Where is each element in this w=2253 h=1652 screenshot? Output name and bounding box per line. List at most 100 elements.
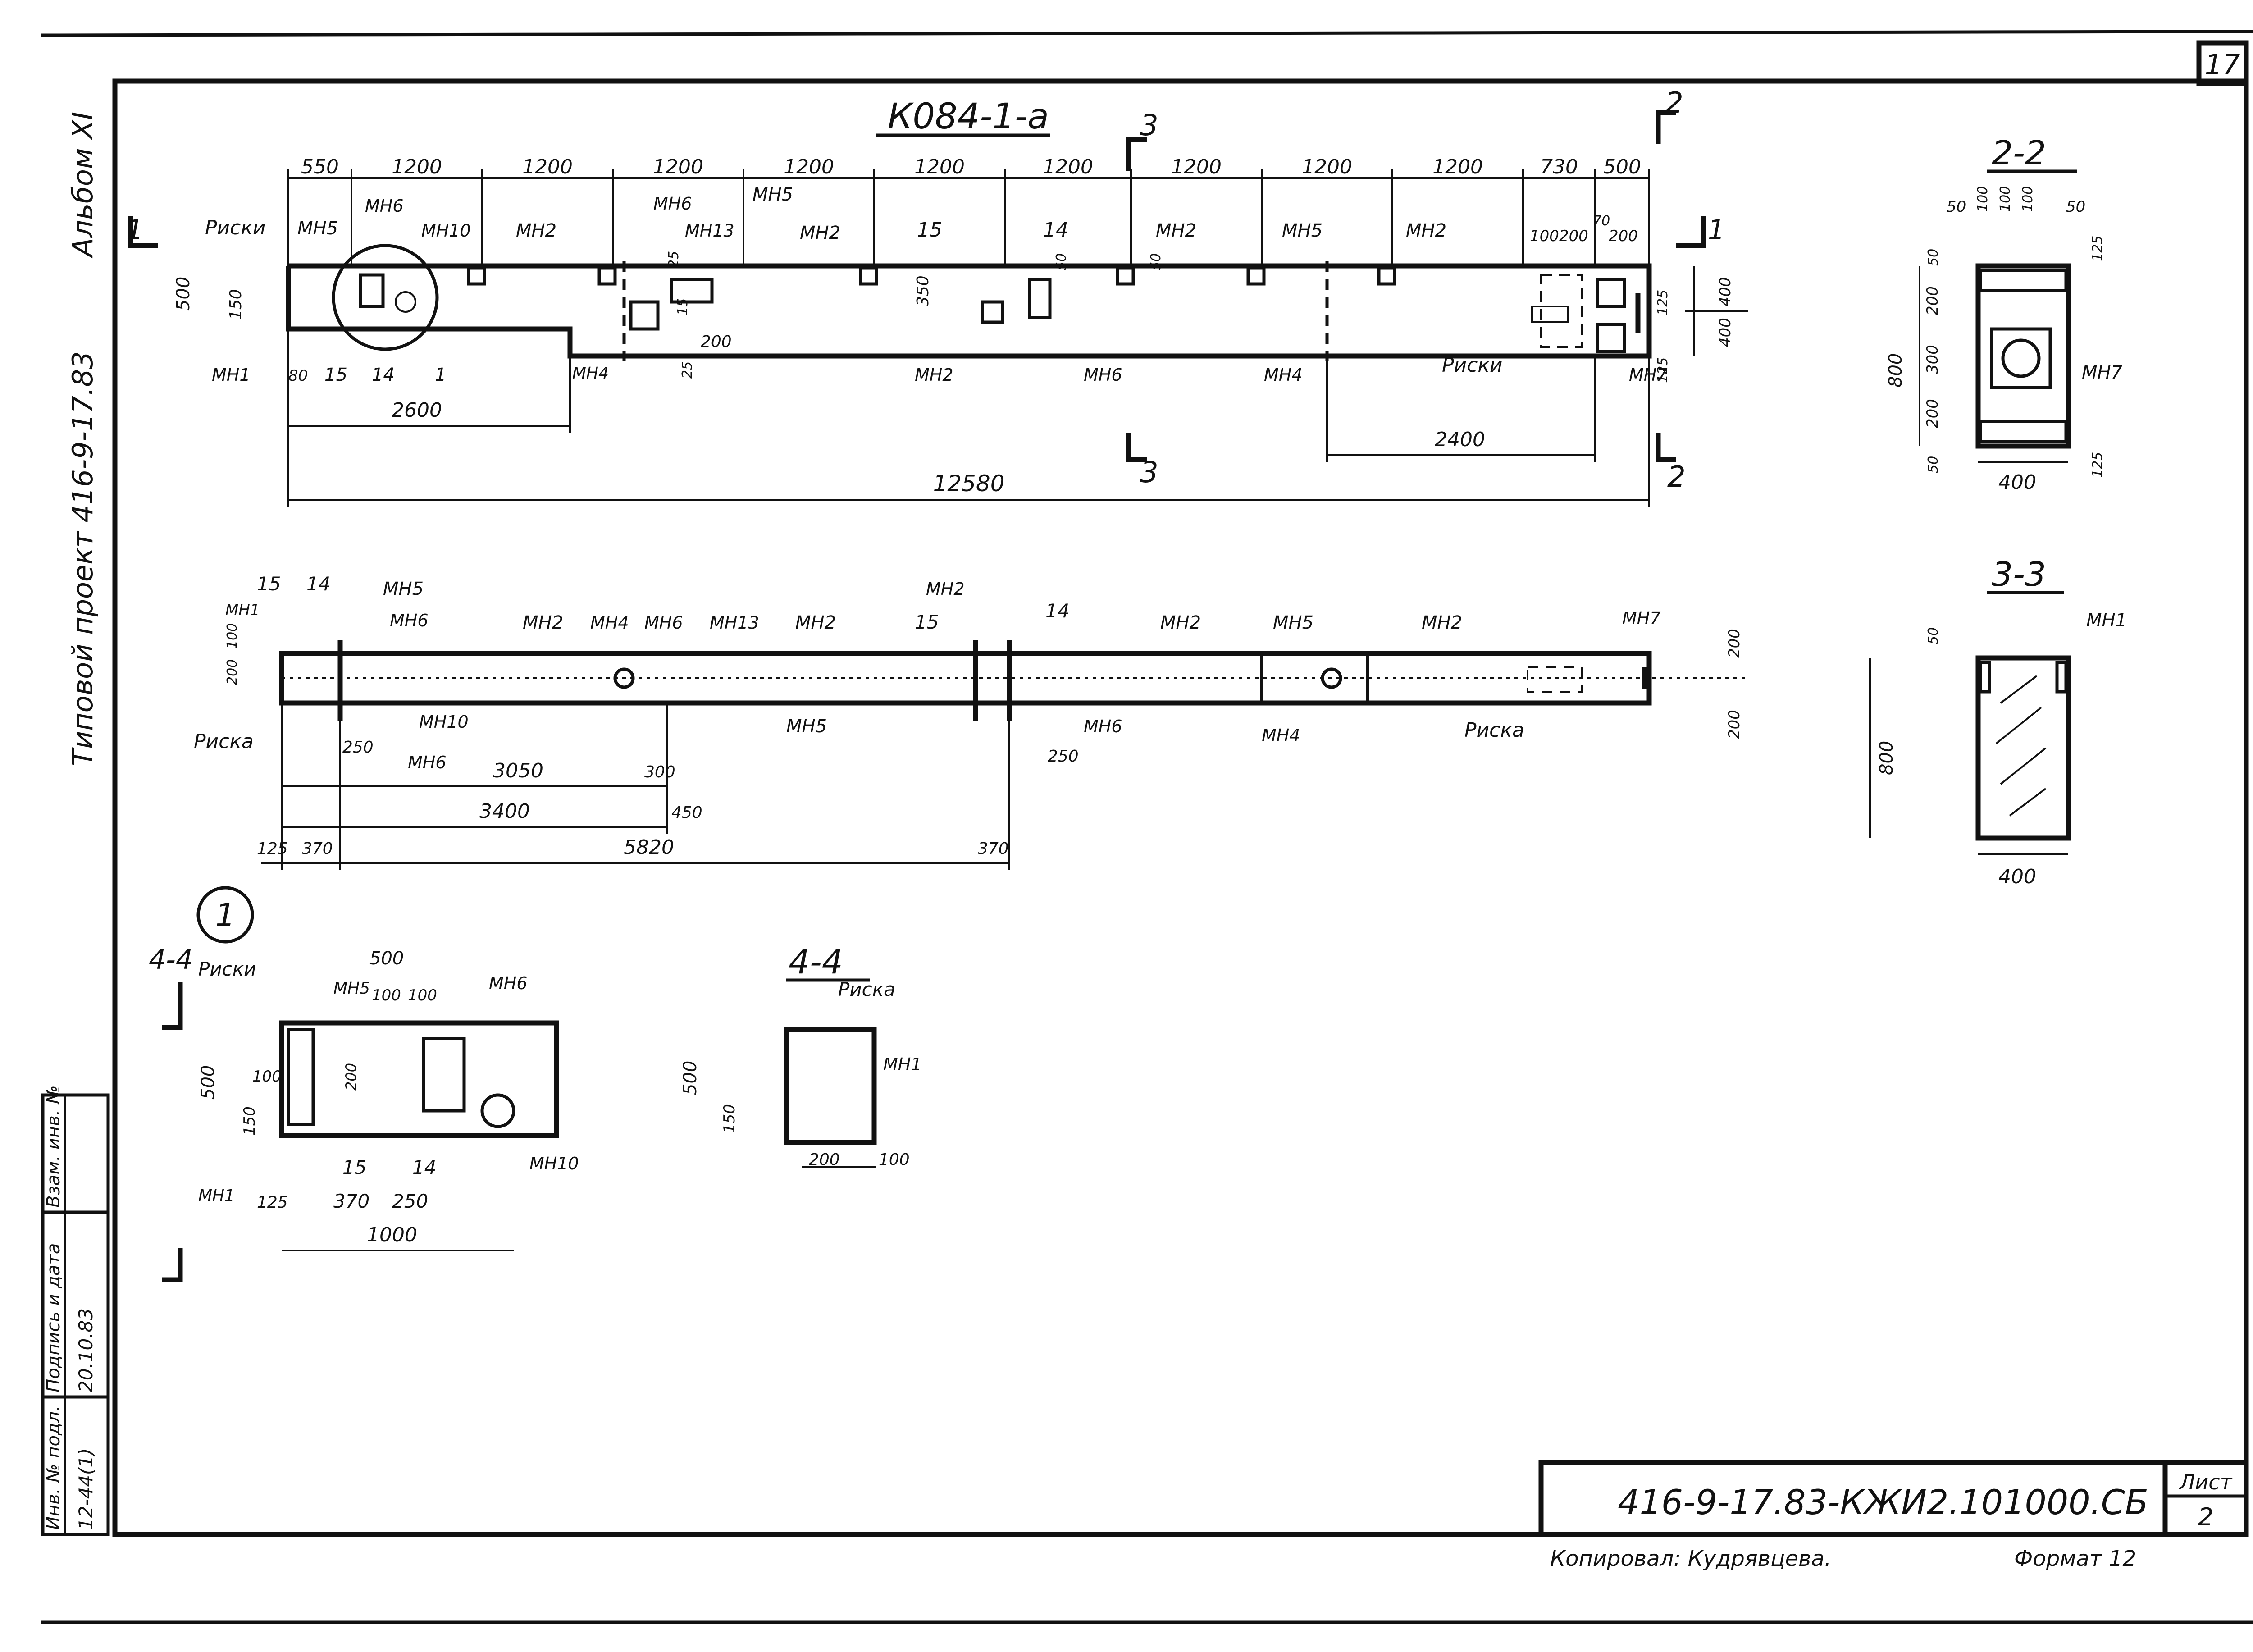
plan-dim-3050: 3050 xyxy=(493,759,543,782)
section-3-3-outline xyxy=(1975,655,2071,841)
label-mn2-b: МН2 xyxy=(800,223,840,243)
plan-dim-200-l: 200 xyxy=(224,659,240,685)
svg-text:2: 2 xyxy=(1665,87,1683,120)
project-label: Типовой проект 416-9-17.83 xyxy=(66,351,99,766)
section-3-3-label-mn1: МН1 xyxy=(2086,610,2127,631)
detail-4-mark-top-text: 4-4 xyxy=(149,944,193,976)
section-2-2-dim-50-a: 50 xyxy=(1925,249,1941,266)
dim-2600: 2600 xyxy=(392,399,442,422)
dim-80: 80 xyxy=(288,367,308,385)
dim-400-a: 400 xyxy=(1716,277,1734,306)
section-4-4-label-riska: Риска xyxy=(838,978,895,1000)
section-2-2-dim-200-b: 200 xyxy=(1924,399,1942,428)
dim-500-left: 500 xyxy=(173,277,194,311)
detail-1-label-mn5: МН5 xyxy=(333,979,370,998)
label-15-b: 15 xyxy=(324,365,347,385)
dim-400-b: 400 xyxy=(1716,318,1734,347)
detail-4-mark-top xyxy=(162,982,183,1030)
plan-label-mn5-c: МН5 xyxy=(786,716,827,737)
detail-1-plate-a xyxy=(287,1028,315,1126)
section-2-2-dim-200-a: 200 xyxy=(1924,286,1942,315)
dim-125-b: 125 xyxy=(1655,357,1671,383)
plan-label-mn13: МН13 xyxy=(710,613,759,633)
section-2-2-dim-50-d: 50 xyxy=(2066,198,2085,216)
detail-1-dim-370: 370 xyxy=(333,1190,369,1212)
section-mark-1-left: 1 xyxy=(126,214,158,248)
label-14-a: 14 xyxy=(1043,219,1068,242)
plan-mn4-block xyxy=(1260,652,1369,705)
inner-frame xyxy=(112,78,2249,1537)
label-mn2-d: МН2 xyxy=(1406,220,1446,241)
svg-text:1: 1 xyxy=(126,214,143,246)
plan-label-14-b: 14 xyxy=(1045,600,1069,622)
plan-hole-a xyxy=(613,667,635,689)
plan-dim-125: 125 xyxy=(257,840,288,858)
label-mn6-c: МН6 xyxy=(1084,365,1122,385)
dim-1200-h: 1200 xyxy=(1302,155,1352,178)
plan-dim-200-r1: 200 xyxy=(1725,629,1743,658)
side-stamp: Инв. № подл. Подпись и дата Взам. инв. №… xyxy=(41,1085,110,1536)
plan-dim-200-r2: 200 xyxy=(1725,710,1743,739)
section-3-3: 3-3 МН1 50 800 400 xyxy=(1869,555,2127,888)
detail-4-mark-bottom xyxy=(162,1248,183,1282)
plan-hole-b xyxy=(1321,667,1342,689)
copied-by: Копировал: Кудрявцева. xyxy=(1550,1546,1831,1571)
section-2-2-dim-800: 800 xyxy=(1885,353,1906,388)
dim-550: 550 xyxy=(301,155,339,178)
plan-dim-450: 450 xyxy=(671,803,702,822)
mn10-hole xyxy=(395,291,416,313)
sheet-label: Лист xyxy=(2179,1470,2233,1494)
plan-dim-250-b: 250 xyxy=(1048,747,1079,766)
plan-mn7-dash xyxy=(1527,666,1583,693)
detail-1-label-14: 14 xyxy=(412,1156,436,1178)
dim-1200-a: 1200 xyxy=(392,155,442,178)
dim-100-a: 100 xyxy=(1530,227,1559,245)
detail-1-callout xyxy=(196,886,254,944)
dim-75: 15 xyxy=(675,298,691,315)
dim-25-b: 25 xyxy=(680,361,695,379)
section-2-2-bottom-plate xyxy=(1979,420,2068,443)
label-mn5-b: МН5 xyxy=(753,184,793,205)
dim-200-c: 200 xyxy=(1609,227,1638,245)
section-mark-3-top: 3 xyxy=(1126,109,1158,171)
dim-1200-e: 1200 xyxy=(914,155,965,178)
stamp-sign-label: Подпись и дата xyxy=(43,1243,64,1392)
label-1-a: 1 xyxy=(435,365,446,385)
section-2-2-label-mn7: МН7 xyxy=(2082,362,2123,383)
dim-2400: 2400 xyxy=(1435,428,1485,451)
dim-200-a: 200 xyxy=(701,333,732,351)
detail-1-dim-200: 200 xyxy=(342,1063,360,1091)
dim-1200-i: 1200 xyxy=(1432,155,1483,178)
detail-1-mn6-plate xyxy=(422,1037,466,1113)
plan-dim-3400: 3400 xyxy=(479,800,530,823)
label-mn2-c: МН2 xyxy=(1156,220,1196,241)
plan-dim-100-l: 100 xyxy=(224,623,240,649)
section-3-3-mn1-right xyxy=(2055,661,2068,694)
top-dim-ticks xyxy=(287,169,1650,266)
detail-1-label-mn1: МН1 xyxy=(198,1187,235,1205)
drawing-code: 416-9-17.83-КЖИ2.101000.СБ xyxy=(1618,1482,2148,1522)
format-label: Формат 12 xyxy=(2014,1546,2136,1571)
section-2-2-top-plate xyxy=(1979,269,2068,292)
detail-1-dim-125: 125 xyxy=(257,1193,288,1212)
stamp-sign-value: 20.10.83 xyxy=(75,1308,97,1392)
label-mn13-a: МН13 xyxy=(685,221,734,241)
section-2-2-dim-50-b: 50 xyxy=(1925,456,1941,473)
plan-label-mn10: МН10 xyxy=(419,712,469,732)
section-mark-2-top: 2 xyxy=(1656,87,1683,144)
label-mn5-c: МН5 xyxy=(1282,220,1323,241)
section-2-2-mn7-plate xyxy=(1990,327,2052,389)
stamp-inv-label: Инв. № подл. xyxy=(43,1406,64,1530)
plan-label-mn2-b: МН2 xyxy=(795,612,836,633)
section-2-2-dim-100-b: 100 xyxy=(1998,186,2013,212)
section-3-3-mn1-left xyxy=(1979,661,1991,694)
detail-1-dim-150: 150 xyxy=(241,1106,259,1136)
svg-text:1: 1 xyxy=(1708,214,1725,246)
section-4-4-outline xyxy=(784,1027,877,1145)
section-4-4: 4-4 Риска МН1 500 150 200 100 xyxy=(680,943,922,1169)
sheet-number: 17 xyxy=(2205,48,2240,81)
stamp-replace-label: Взам. инв. № xyxy=(43,1085,64,1208)
dim-50-a: 50 xyxy=(1054,253,1069,270)
plan-label-mn7: МН7 xyxy=(1622,608,1661,628)
label-mn1-a: МН1 xyxy=(212,365,251,385)
